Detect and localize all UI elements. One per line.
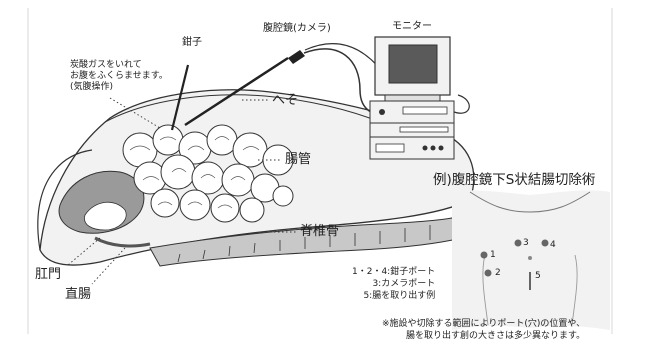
abdominal-wall [104, 94, 381, 123]
port-1-label: 1 [490, 250, 496, 260]
forceps-shaft [170, 64, 190, 131]
laparoscope-label: 腹腔鏡(カメラ) [263, 23, 331, 34]
port-2-dot [484, 269, 492, 277]
port-3-label: 3 [523, 238, 529, 248]
rectum-label: 直腸 [65, 287, 92, 302]
port-2-label: 2 [495, 268, 501, 278]
intestine-folds [129, 136, 260, 209]
intestines [122, 124, 294, 223]
rectum-shape [94, 236, 151, 248]
port-legend: 1・2・4:鉗子ポート 3:カメラポート 5:腸を取り出す例 [352, 266, 435, 302]
footnote: ※施設や切除する範囲によりポート(穴)の位置や、 腸を取り出す創の大きさは多少異… [382, 318, 585, 342]
laparoscope-shaft [184, 56, 289, 127]
monitor-stack [369, 36, 470, 160]
legend-line-1: 1・2・4:鉗子ポート [352, 267, 436, 277]
legend-line-3: 5:腸を取り出す例 [363, 291, 436, 301]
bladder [84, 201, 127, 231]
gas-note-line-3: (気腹操作) [70, 82, 114, 92]
device-unit-3 [369, 136, 455, 160]
port-dots [480, 239, 549, 277]
port-diagram [452, 190, 610, 330]
intestine-label: 腸管 [285, 152, 312, 167]
gas-note-line-1: 炭酸ガスをいれて [70, 60, 142, 70]
port-3-dot [514, 239, 522, 247]
monitor-screen [388, 44, 438, 84]
gas-note: 炭酸ガスをいれて お腹をふくらませます。 (気腹操作) [70, 60, 168, 93]
gas-note-line-2: お腹をふくらませます。 [70, 71, 168, 81]
port-4-dot [541, 239, 549, 247]
callout-leaders [67, 97, 298, 285]
anus-label: 肛門 [35, 267, 62, 282]
port-5-label: 5 [535, 271, 541, 281]
thigh-outline [37, 149, 93, 251]
navel-label: へそ [272, 93, 299, 108]
forceps-label: 鉗子 [182, 37, 202, 48]
port-4-label: 4 [550, 240, 556, 250]
vertebrae [177, 219, 456, 263]
rib-line [469, 191, 591, 213]
footnote-line-2: 腸を取り出す創の大きさは多少異なります。 [406, 331, 586, 341]
spine-label: 脊椎骨 [300, 224, 340, 239]
example-title: 例)腹腔鏡下S状結腸切除術 [433, 172, 596, 188]
legend-line-2: 3:カメラポート [372, 279, 436, 289]
monitor-stand [384, 94, 441, 102]
navel-mark [528, 256, 532, 260]
monitor-label: モニター [392, 21, 432, 32]
torso-shape [452, 190, 610, 330]
laparoscope-head [288, 50, 305, 64]
port-1-dot [480, 251, 488, 259]
footnote-line-1: ※施設や切除する範囲によりポート(穴)の位置や、 [382, 319, 586, 329]
